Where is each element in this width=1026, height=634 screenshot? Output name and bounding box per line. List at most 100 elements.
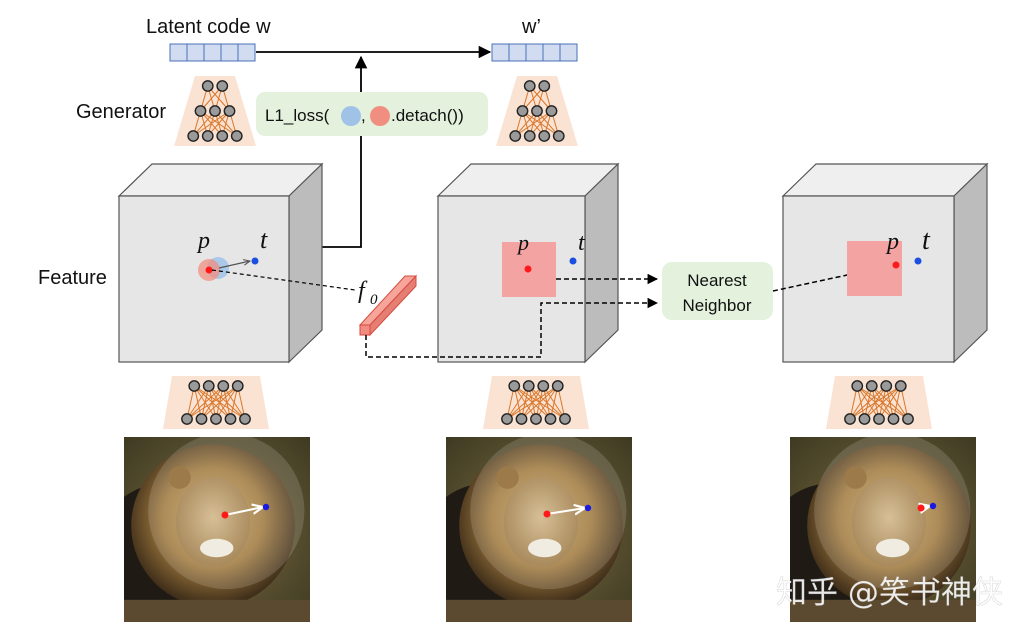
generator-edge bbox=[878, 385, 902, 420]
handle-point bbox=[205, 266, 213, 274]
lion-image-2 bbox=[446, 437, 632, 622]
generator-icon bbox=[174, 76, 256, 146]
muzzle bbox=[527, 538, 562, 558]
generator-node bbox=[202, 380, 215, 392]
generator-node bbox=[552, 130, 565, 142]
generator-node bbox=[531, 105, 543, 117]
handle-point-label: p bbox=[885, 229, 899, 255]
generator-node bbox=[887, 413, 900, 425]
ear bbox=[496, 466, 519, 489]
generator-node bbox=[224, 413, 237, 425]
loss-suffix: .detach()) bbox=[391, 106, 464, 125]
generator-node bbox=[522, 380, 535, 392]
generator-node bbox=[181, 413, 193, 425]
target-point-label: t bbox=[260, 225, 268, 254]
generator-node bbox=[516, 105, 529, 117]
generator-node bbox=[210, 413, 222, 425]
generator-node bbox=[851, 380, 864, 392]
feature-label: Feature bbox=[38, 267, 107, 289]
target-point-label: t bbox=[922, 225, 931, 256]
target-point bbox=[569, 257, 577, 265]
paws bbox=[446, 599, 632, 622]
generator-node bbox=[231, 380, 244, 392]
vector-cell bbox=[237, 43, 256, 62]
generator-node bbox=[865, 380, 878, 392]
generator-node bbox=[902, 413, 914, 425]
generator-node bbox=[538, 130, 551, 142]
f0-label: f bbox=[358, 278, 368, 304]
loss-backprop-arrow bbox=[321, 55, 368, 248]
generator-node bbox=[545, 105, 558, 117]
generator-edge bbox=[849, 385, 887, 420]
generator-node bbox=[230, 130, 243, 142]
ear bbox=[168, 466, 191, 489]
generator-node bbox=[523, 80, 536, 92]
generator-edge bbox=[506, 385, 530, 420]
lion-image-1 bbox=[124, 437, 310, 622]
vector-cell bbox=[491, 43, 510, 62]
generator-edge bbox=[186, 385, 239, 420]
target-point bbox=[914, 257, 922, 265]
vector-cell bbox=[169, 43, 188, 62]
vector-cell bbox=[525, 43, 544, 62]
generator-node bbox=[209, 105, 221, 117]
muzzle bbox=[875, 538, 910, 558]
generator-node bbox=[523, 130, 536, 142]
updated-latent-code-label: w’ bbox=[521, 16, 541, 38]
generator-node bbox=[894, 380, 907, 392]
generator-node bbox=[194, 105, 207, 117]
l1-loss-box: L1_loss( , .detach()) bbox=[256, 92, 488, 136]
nearest-neighbor-box: Nearest Neighbor bbox=[662, 262, 773, 320]
f0-feature-vector bbox=[358, 274, 418, 337]
generator-node bbox=[880, 380, 893, 392]
muzzle bbox=[199, 538, 234, 558]
vector-cell bbox=[542, 43, 561, 62]
generator-node bbox=[187, 130, 200, 142]
blue-feature-circle bbox=[341, 106, 361, 126]
generator-edge bbox=[186, 385, 224, 420]
red-feature-circle bbox=[370, 106, 390, 126]
nearest-neighbor-line2: Neighbor bbox=[683, 296, 752, 315]
generator-node bbox=[551, 380, 564, 392]
ear bbox=[844, 466, 867, 489]
handle-point-label: p bbox=[196, 228, 210, 254]
generator-node bbox=[216, 130, 229, 142]
motion-arrow bbox=[218, 261, 250, 269]
paws bbox=[790, 599, 976, 622]
generator-edge bbox=[186, 385, 210, 420]
generator-edge bbox=[864, 385, 902, 420]
generator-label: Generator bbox=[76, 101, 166, 123]
latent-code-label: Latent code w bbox=[146, 16, 271, 38]
generator-edge bbox=[849, 385, 902, 420]
generator-node bbox=[201, 80, 214, 92]
generator-edge bbox=[849, 385, 873, 420]
vector-cell bbox=[186, 43, 205, 62]
generator-node bbox=[515, 413, 528, 425]
lion-image-3 bbox=[790, 437, 976, 622]
target-point bbox=[584, 504, 592, 512]
generator-node bbox=[195, 413, 208, 425]
handle-point bbox=[221, 511, 229, 519]
f0-dashed-link bbox=[211, 269, 356, 291]
generator-node bbox=[844, 413, 856, 425]
handle-point bbox=[524, 265, 532, 273]
generator-icon bbox=[163, 376, 269, 429]
target-point bbox=[251, 257, 259, 265]
generator-node bbox=[544, 413, 557, 425]
generator-edge bbox=[521, 385, 559, 420]
generator-edge bbox=[506, 385, 544, 420]
generator-node bbox=[530, 413, 542, 425]
vector-cell bbox=[559, 43, 578, 62]
tracked-handle-point bbox=[892, 261, 900, 269]
generator-node bbox=[508, 380, 521, 392]
generator-node bbox=[501, 413, 513, 425]
nearest-neighbor-line1: Nearest bbox=[687, 271, 747, 290]
generator-icon bbox=[826, 376, 932, 429]
generator-node bbox=[201, 130, 214, 142]
f0-subscript: 0 bbox=[370, 292, 378, 308]
generator-edge bbox=[215, 385, 239, 420]
feature-cube-1 bbox=[117, 162, 324, 364]
vector-cell bbox=[220, 43, 239, 62]
handle-point bbox=[917, 504, 925, 512]
